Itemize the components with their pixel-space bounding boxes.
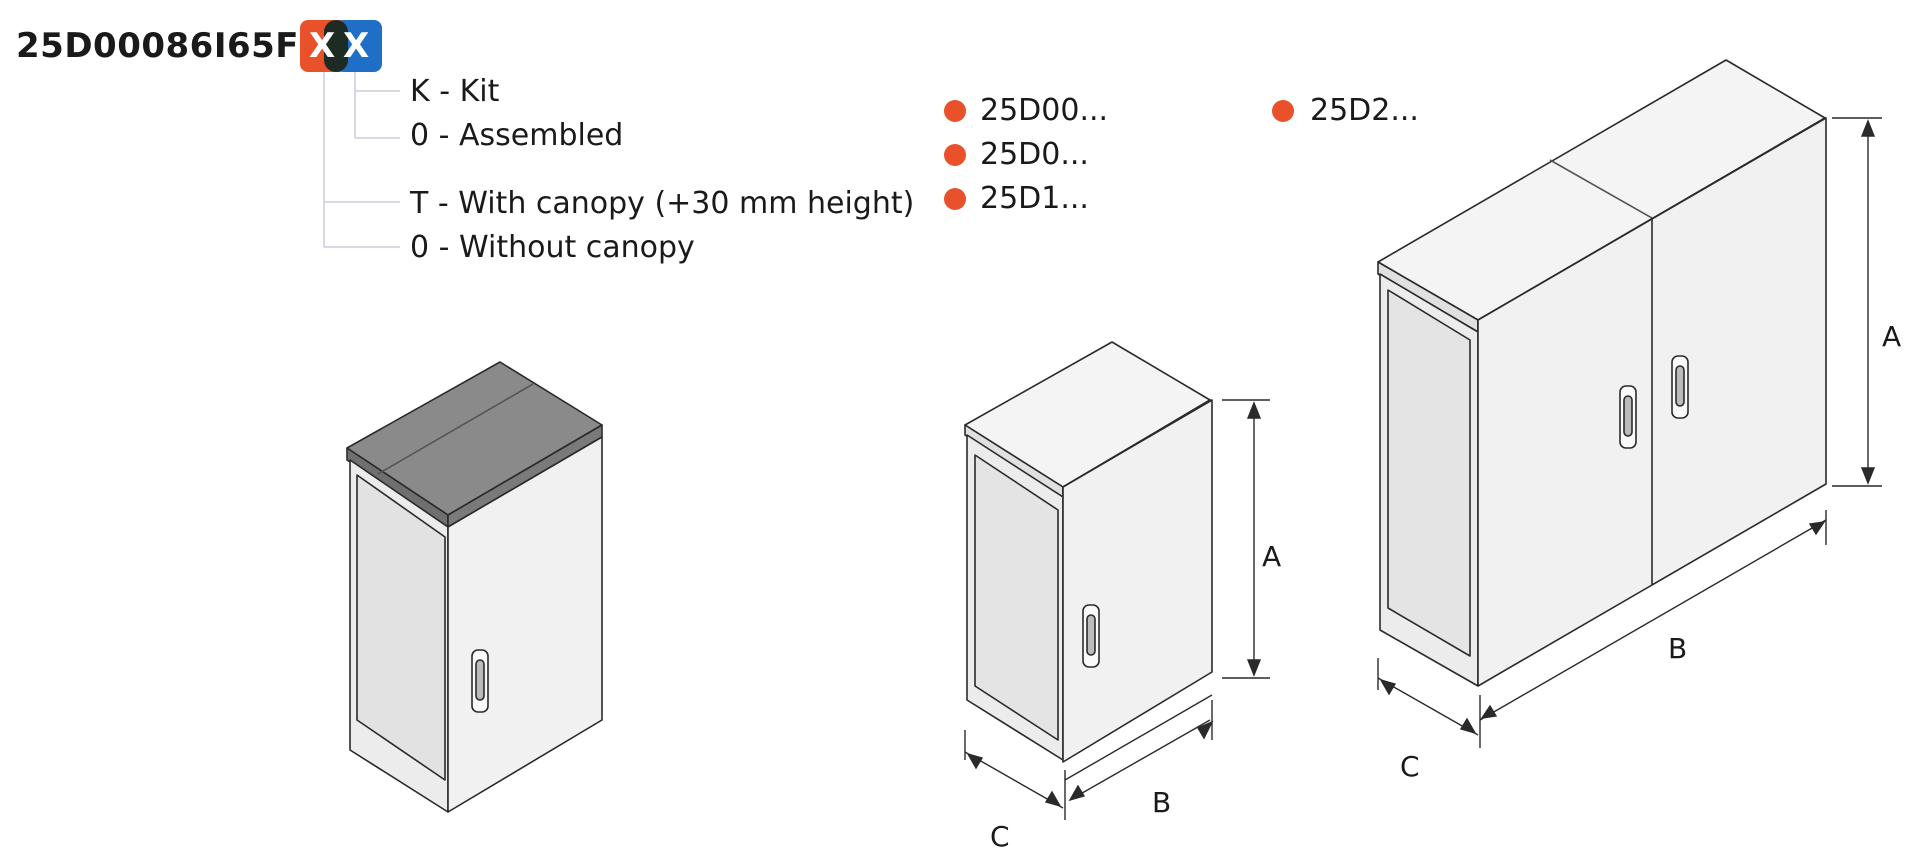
small-dim-b-label: B	[1152, 786, 1172, 819]
legend-dot-1	[944, 100, 966, 122]
legend-dot-3	[944, 188, 966, 210]
legend-item-25d0: 25D0...	[980, 137, 1089, 172]
code-box-overlap	[324, 20, 348, 72]
legend-item-25d00: 25D00...	[980, 93, 1109, 128]
large-dim-a-label: A	[1882, 320, 1902, 353]
small-dim-c-label: C	[990, 820, 1010, 853]
legend-dot-4	[1272, 100, 1294, 122]
small-dim-a-label: A	[1262, 540, 1282, 573]
large-dimension-lines	[1377, 117, 1882, 748]
code-x2-letter: X	[343, 26, 370, 66]
option-kit: K - Kit	[410, 74, 500, 109]
code-x1-letter: X	[309, 26, 336, 66]
legend-item-25d1: 25D1...	[980, 181, 1089, 216]
cabinet-with-canopy-icon	[346, 361, 603, 813]
small-dimension-lines	[964, 399, 1270, 820]
option-with-canopy: T - With canopy (+30 mm height)	[410, 186, 915, 221]
legend-item-25d2: 25D2...	[1310, 93, 1419, 128]
double-door-cabinet-icon	[1377, 59, 1827, 687]
option-connector-lines	[323, 72, 400, 248]
option-without-canopy: 0 - Without canopy	[410, 230, 695, 265]
option-assembled: 0 - Assembled	[410, 118, 624, 153]
legend-dot-2	[944, 144, 966, 166]
large-dim-b-label: B	[1668, 632, 1688, 665]
product-code: 25D00086I65F	[16, 26, 300, 66]
single-door-cabinet-icon	[964, 341, 1213, 763]
large-dim-c-label: C	[1400, 750, 1420, 783]
